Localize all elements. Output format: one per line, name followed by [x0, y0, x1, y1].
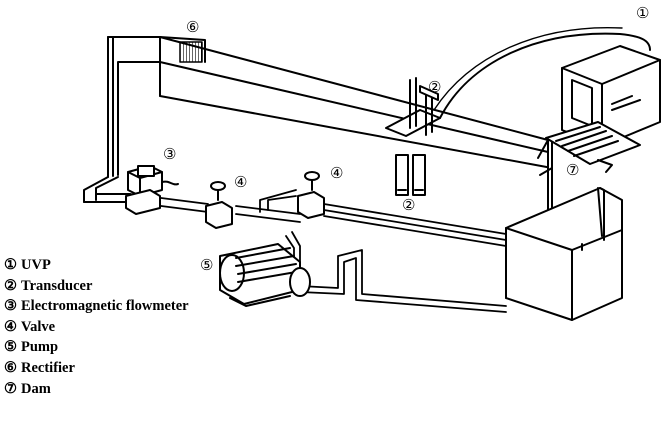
marker-flowmeter: ③: [163, 145, 177, 163]
legend-label: Transducer: [21, 277, 93, 294]
uvp-cable: [439, 32, 651, 119]
legend-label: Dam: [21, 380, 51, 397]
tank: [505, 187, 623, 321]
marker-dam: ⑦: [566, 161, 580, 179]
marker-uvp: ①: [636, 4, 650, 22]
legend-label: Rectifier: [21, 359, 75, 376]
valve-right: [297, 171, 325, 219]
marker-transducer-top: ②: [428, 78, 442, 96]
transducer-carriage: [385, 77, 441, 196]
legend-label: UVP: [21, 257, 51, 273]
legend-label: Electromagnetic flowmeter: [21, 298, 189, 315]
uvp-computer: [545, 45, 661, 173]
marker-pump: ⑤: [200, 256, 214, 274]
legend-label: Valve: [21, 318, 56, 335]
pump: [219, 243, 311, 307]
marker-valve-left: ④: [234, 173, 248, 191]
marker-rectifier: ⑥: [186, 18, 200, 36]
valve-left: [205, 181, 233, 229]
marker-valve-right: ④: [330, 164, 344, 182]
rectifier: [179, 41, 203, 63]
legend-label: Pump: [21, 339, 59, 356]
marker-transducer-bottom: ②: [402, 196, 416, 214]
flowmeter: [125, 165, 179, 215]
